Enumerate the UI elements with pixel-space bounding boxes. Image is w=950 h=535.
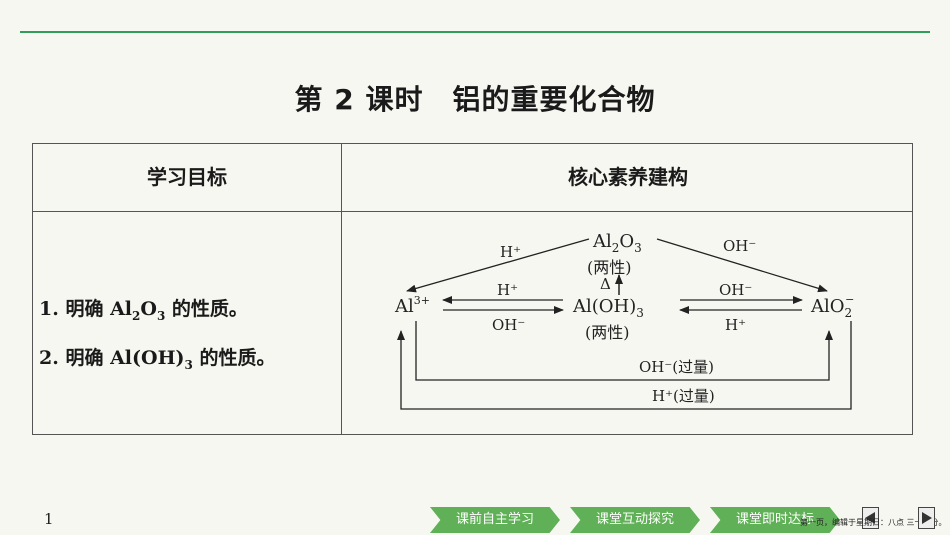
label-h-excess: H⁺(过量) <box>652 387 715 405</box>
next-page-button[interactable] <box>918 507 935 529</box>
label-oh-left-bottom: OH⁻ <box>492 316 525 334</box>
compound-al2o3: Al2O3 <box>592 231 642 255</box>
header-learning-goals: 学习目标 <box>147 165 227 189</box>
ion-al3: Al3+ <box>394 294 430 317</box>
previous-page-button[interactable] <box>862 507 879 529</box>
label-oh-right-top: OH⁻ <box>723 237 756 255</box>
nav-class-assessment-button[interactable]: 课堂即时达标 <box>710 507 840 533</box>
page-title: 第 2 课时 铝的重要化合物 <box>294 83 656 116</box>
label-h-right-bottom: H⁺ <box>725 316 746 334</box>
heating-symbol: Δ <box>600 275 611 293</box>
aloh3-amphoteric-label: (两性) <box>585 323 630 342</box>
header-core-literacy: 核心素养建构 <box>568 165 688 189</box>
label-h-left-top: H⁺ <box>500 243 521 261</box>
ion-alo2: AlO2− <box>810 293 854 320</box>
nav-pre-class-study-button[interactable]: 课前自主学习 <box>430 507 560 533</box>
table-column-divider <box>341 144 342 434</box>
aluminum-conversion-diagram: Al2O3 (两性) Δ Al(OH)3 (两性) Al3+ AlO2− H⁺ … <box>394 231 854 410</box>
learning-goal-1: 1. 明确 Al2O3 的性质。 <box>39 298 248 323</box>
arrow-al2o3-to-alo2 <box>656 238 828 293</box>
label-oh-excess: OH⁻(过量) <box>639 358 714 376</box>
path-oh-excess <box>415 321 833 381</box>
nav-class-interaction-button[interactable]: 课堂互动探究 <box>570 507 700 533</box>
compound-aloh3: Al(OH)3 <box>572 296 644 320</box>
slide-footnote: 第一页，编辑于星期日：八点 三十五分。 <box>800 518 947 527</box>
arrow-al2o3-to-al3 <box>406 238 590 293</box>
label-oh-right-mid: OH⁻ <box>719 281 752 299</box>
page-number: 1 <box>44 510 54 528</box>
table-row-divider <box>33 211 912 212</box>
al2o3-amphoteric-label: (两性) <box>587 258 632 277</box>
label-h-left-mid: H⁺ <box>497 281 518 299</box>
learning-goal-2: 2. 明确 Al(OH)3 的性质。 <box>39 347 276 372</box>
content-table: 学习目标 核心素养建构 1. 明确 Al2O3 的性质。 2. 明确 Al(OH… <box>32 143 913 435</box>
top-divider <box>20 31 930 33</box>
triangle-left-icon <box>865 512 875 524</box>
path-h-excess <box>397 321 852 410</box>
triangle-right-icon <box>922 512 932 524</box>
